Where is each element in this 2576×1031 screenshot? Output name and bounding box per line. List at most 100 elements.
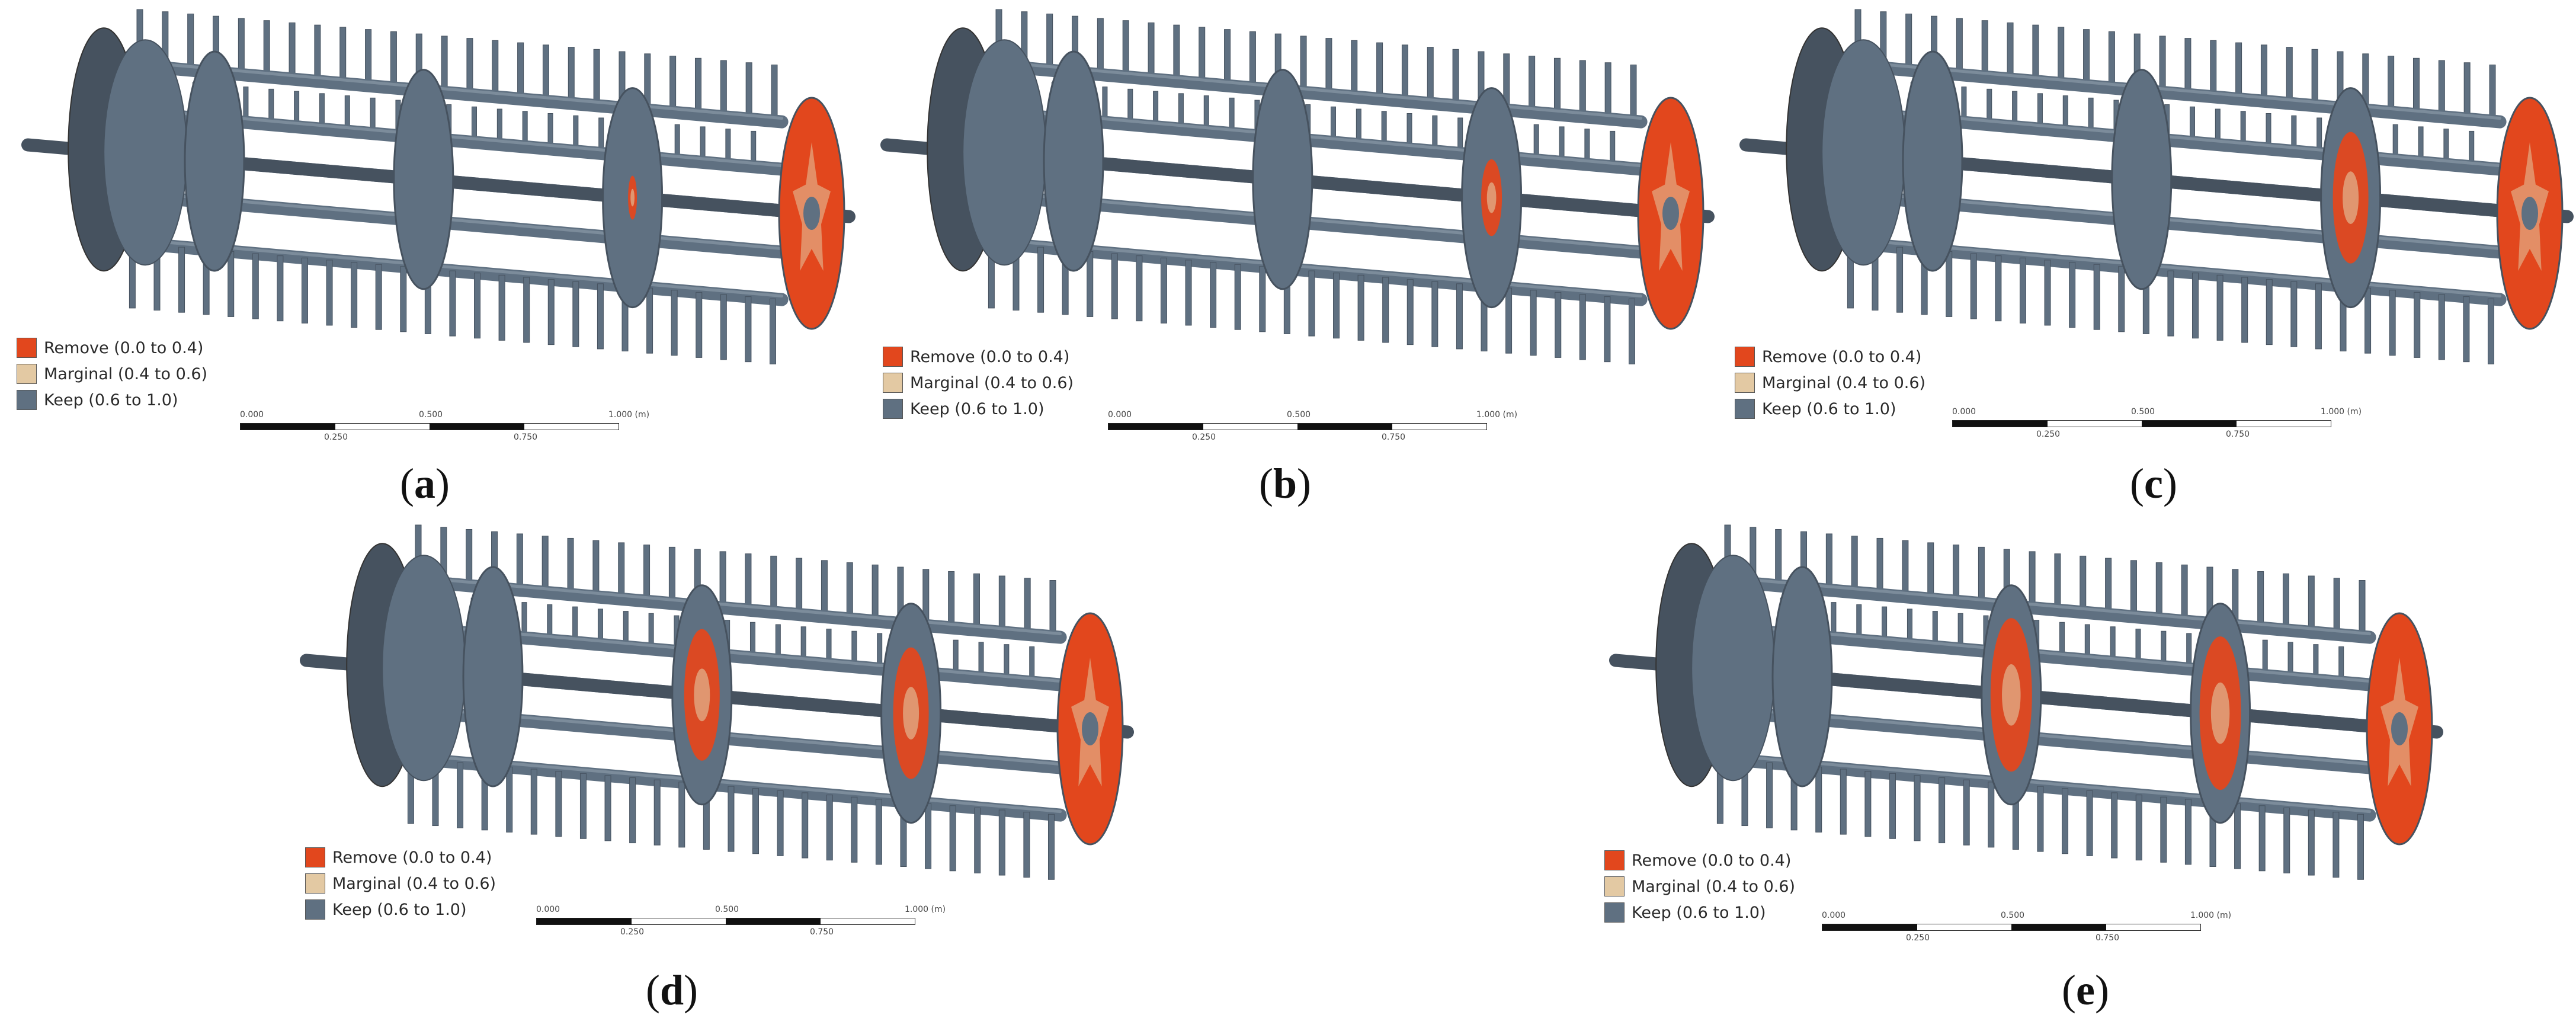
spike-tooth [567,537,574,595]
spike-tooth [669,56,677,113]
spike-tooth [1939,777,1946,844]
spike-tooth [1234,264,1241,330]
spike-tooth [671,290,678,356]
spike-tooth [506,766,513,833]
spike-tooth [568,47,575,104]
spike-tooth [1259,266,1266,332]
spike-tooth [771,65,778,121]
legend-row-marginal: Marginal (0.4 to 0.6) [883,370,1074,396]
caption-d: (d) [646,966,699,1014]
legend-keep-label: Keep (0.6 to 1.0) [910,399,1045,418]
legend-row-keep: Keep (0.6 to 1.0) [883,396,1074,422]
spike-tooth [2257,571,2264,629]
rotor-bar-highlight [1711,753,2372,814]
spike-tooth [2192,273,2199,339]
panel-c: Remove (0.0 to 0.4) Marginal (0.4 to 0.6… [1718,0,2576,507]
spike-tooth [2184,799,2191,865]
legend-keep-label: Keep (0.6 to 1.0) [44,390,178,409]
marginal-region [2210,682,2230,744]
panel-d: Remove (0.0 to 0.4) Marginal (0.4 to 0.6… [278,516,1138,1031]
legend-remove-label: Remove (0.0 to 0.4) [44,338,204,357]
spike-tooth [466,529,473,586]
legend-row-marginal: Marginal (0.4 to 0.6) [1604,873,1795,899]
legend-b: Remove (0.0 to 0.4) Marginal (0.4 to 0.6… [883,344,1074,422]
spike-tooth [668,546,675,604]
spike-tooth [2414,292,2421,358]
legend-row-remove: Remove (0.0 to 0.4) [1735,344,1925,370]
spike-tooth [2388,56,2395,113]
panel-b: Remove (0.0 to 0.4) Marginal (0.4 to 0.6… [859,0,1718,507]
legend-row-marginal: Marginal (0.4 to 0.6) [1735,370,1925,396]
scale-segment [1953,421,2048,427]
rotor-bar [118,57,789,129]
spike-tooth [875,799,882,865]
spike-tooth [643,545,651,602]
spike-tooth [1456,283,1463,350]
caption-b: (b) [1259,460,1312,507]
spike-tooth [2266,279,2273,345]
spike-tooth [2311,49,2318,106]
marginal-swatch [1735,373,1755,393]
legend-remove-label: Remove (0.0 to 0.4) [1632,851,1792,870]
legend-row-remove: Remove (0.0 to 0.4) [305,844,496,870]
caption-c: (c) [2130,460,2177,507]
spike-tooth [351,262,358,328]
spike-tooth [1300,36,1307,93]
rotor-model-b [880,9,1715,364]
rotor-model-a [21,9,856,364]
spike-tooth [796,558,803,615]
spike-tooth [1376,42,1383,100]
rotor-bar [396,573,1067,644]
rotor-disc [1252,69,1313,290]
spike-tooth [592,540,600,597]
rotor-disc [2111,69,2173,290]
scale-segment [2236,421,2331,427]
rotor-bar-highlight [1711,575,2372,636]
spike-tooth [326,260,333,326]
spike-tooth [1902,540,1909,597]
cone-head-front [1821,39,1906,266]
spike-tooth [1046,13,1053,71]
spike-tooth [187,13,194,71]
spike-tooth [720,294,727,360]
spike-tooth [2083,29,2090,87]
spike-tooth [2308,809,2315,876]
spike-tooth [678,782,685,848]
keep-swatch [17,390,37,410]
spike-tooth [1087,251,1094,317]
spike-tooth [2029,551,2036,609]
disc-hub [2521,197,2538,230]
spike-tooth [523,277,530,343]
disc-hub [803,197,820,230]
spike-tooth [948,571,955,629]
spike-tooth [1953,545,1960,602]
spike-tooth [777,790,784,856]
rotor-bar-highlight [123,59,784,120]
spike-tooth [1505,287,1513,354]
rotor-model-c [1739,9,2574,364]
spike-tooth [745,296,752,363]
spike-tooth [301,257,308,324]
remove-swatch [883,347,903,367]
spike-tooth [1351,40,1358,97]
spike-tooth [694,57,701,115]
spike-tooth [1210,262,1217,328]
legend-remove-label: Remove (0.0 to 0.4) [332,848,492,867]
scale-bar-segments [536,918,915,925]
spike-tooth [178,246,185,313]
spike-tooth [1148,22,1155,79]
spike-tooth [2019,257,2026,324]
spike-tooth [289,22,296,79]
scale-bar-segments [1108,423,1487,430]
spike-tooth [2283,807,2290,873]
scale-segment [1392,424,1486,430]
spike-tooth [449,270,456,337]
spike-tooth [1630,65,1637,121]
spike-tooth [2080,555,2087,613]
spike-tooth [769,298,776,364]
cone-head-front [962,39,1047,266]
spike-tooth [1963,779,1970,846]
